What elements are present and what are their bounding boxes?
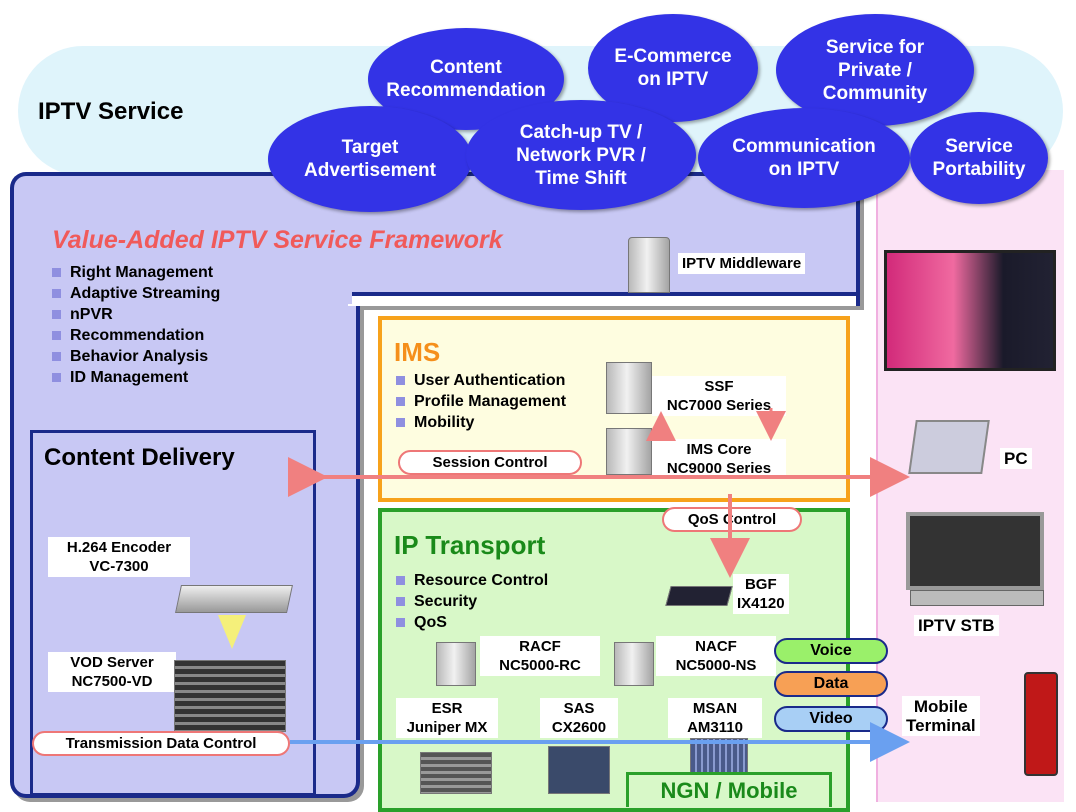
mobile-phone-icon [1024,672,1058,776]
pc-icon [908,420,990,474]
bgf-label: BGF IX4120 [733,574,789,614]
down-arrow-icon [218,615,246,649]
ims-item: User Authentication [396,370,606,391]
stb-label: IPTV STB [914,615,999,636]
tv-screen-image [884,250,1056,371]
sas-device-icon [548,746,610,794]
transmission-control-pill: Transmission Data Control [32,731,290,756]
vod-label: VOD Server NC7500-VD [48,652,176,692]
pc-label: PC [1000,448,1032,469]
bgf-device-icon [665,586,733,606]
esr-device-icon [420,752,492,794]
middleware-label: IPTV Middleware [678,253,806,274]
framework-notch [348,292,856,306]
bubble-service-portability: Service Portability [910,112,1048,204]
transport-item: QoS [396,612,596,633]
ssf-label: SSF NC7000 Series [652,376,786,416]
sas-label: SAS CX2600 [540,698,618,738]
framework-title: Value-Added IPTV Service Framework [52,226,503,254]
video-capsule: Video [774,706,888,732]
racf-label: RACF NC5000-RC [480,636,600,676]
framework-item: nPVR [52,304,312,325]
bubble-communication: Communication on IPTV [698,108,910,208]
service-label: IPTV Service [38,98,184,125]
transport-item: Resource Control [396,570,596,591]
vod-server-icon [174,660,286,732]
ims-item: Mobility [396,412,606,433]
middleware-server-icon [628,237,670,293]
ims-item: Profile Management [396,391,606,412]
framework-item: Behavior Analysis [52,346,312,367]
framework-fill [14,292,352,304]
esr-label: ESR Juniper MX [396,698,498,738]
bubble-catchup-tv: Catch-up TV / Network PVR / Time Shift [466,100,696,210]
voice-capsule: Voice [774,638,888,664]
ngn-mobile-label: NGN / Mobile [626,772,832,807]
racf-server-icon [436,642,476,686]
qos-control-pill: QoS Control [662,507,802,532]
framework-item: Recommendation [52,325,312,346]
session-control-pill: Session Control [398,450,582,475]
transport-item: Security [396,591,596,612]
bubble-target-advertisement: Target Advertisement [268,106,472,212]
ims-core-server-icon [606,428,652,475]
framework-item: ID Management [52,367,312,388]
encoder-label: H.264 Encoder VC-7300 [48,537,190,577]
ims-core-label: IMS Core NC9000 Series [652,439,786,479]
bubble-private-community: Service for Private / Community [776,14,974,126]
data-capsule: Data [774,671,888,697]
framework-item: Right Management [52,262,312,283]
ims-title: IMS [394,337,441,367]
msan-label: MSAN AM3110 [668,698,762,738]
stb-tv-icon [906,512,1044,590]
content-delivery-box [30,430,316,796]
content-delivery-title: Content Delivery [44,444,235,471]
encoder-device-icon [175,585,293,613]
bubble-ecommerce: E-Commerce on IPTV [588,14,758,122]
framework-panel [10,172,860,306]
framework-item: Adaptive Streaming [52,283,312,304]
nacf-label: NACF NC5000-NS [656,636,776,676]
stb-box-icon [910,590,1044,606]
transport-title: IP Transport [394,530,546,560]
ssf-server-icon [606,362,652,414]
mobile-label: Mobile Terminal [902,696,980,736]
nacf-server-icon [614,642,654,686]
